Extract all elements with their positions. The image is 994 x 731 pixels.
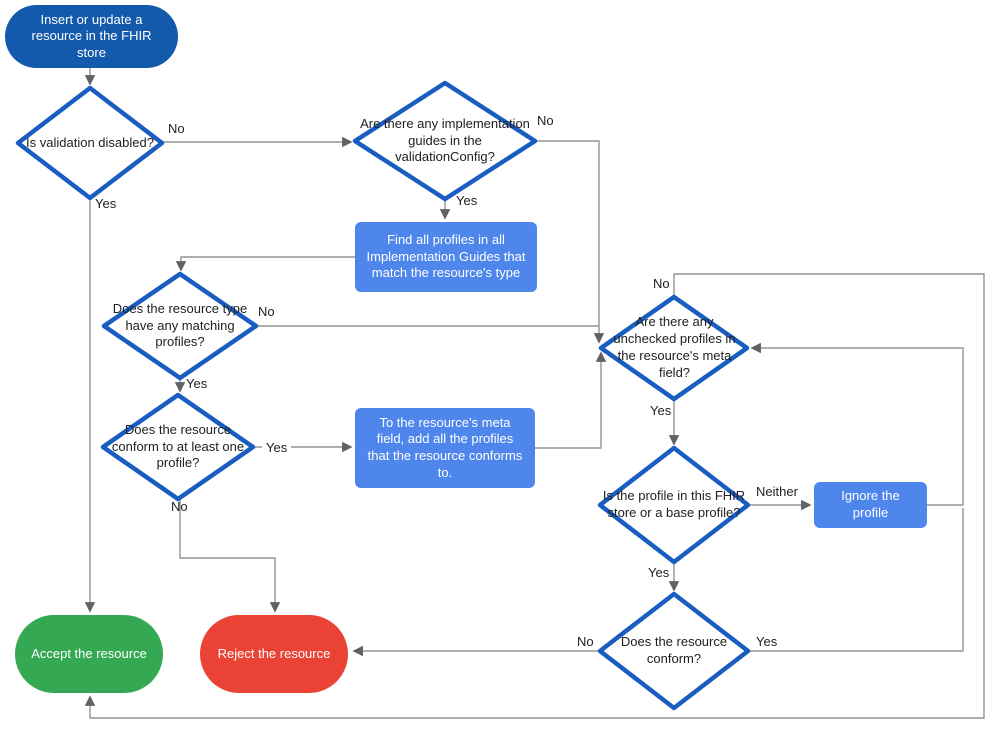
terminal-reject-label: Reject the resource (217, 645, 331, 661)
decision-profile-in-store-shape (597, 445, 751, 565)
decision-matching-profiles-label: Does the resource type have any matching… (112, 300, 248, 350)
edge-ignore-back-to-unchecked (750, 342, 964, 506)
edge-label-guides-no: No (537, 113, 554, 128)
decision-unchecked-profiles-shape (598, 294, 750, 402)
edge-label-unchecked-no: No (653, 276, 670, 291)
edge-add-to-unchecked (535, 351, 607, 449)
decision-implementation-guides: Are there any implementation guides in t… (360, 96, 530, 186)
process-add-profiles: To the resource's meta field, add all th… (355, 408, 535, 488)
edge-label-profile-neither: Neither (756, 484, 798, 499)
edge-label-validation-yes: Yes (95, 196, 117, 211)
edge-label-conforms-yes: Yes (756, 634, 778, 649)
edge-guides-no-to-unchecked (535, 140, 605, 344)
decision-resource-conforms-label: Does the resource conform? (620, 634, 728, 666)
edge-conform-no-to-reject (179, 499, 281, 613)
process-find-profiles-label: Find all profiles in all Implementation … (366, 232, 526, 281)
edge-label-guides-yes: Yes (456, 193, 478, 208)
edge-label-conform-one-yes: Yes (262, 440, 292, 455)
decision-unchecked-profiles-label: Are there any unchecked profiles in the … (613, 314, 736, 380)
terminal-accept: Accept the resource (15, 615, 163, 693)
start-terminal: Insert or update a resource in the FHIR … (5, 5, 178, 68)
process-add-profiles-label: To the resource's meta field, add all th… (367, 414, 523, 480)
decision-validation-disabled: Is validation disabled? (10, 90, 170, 196)
edge-label-profile-yes: Yes (648, 565, 670, 580)
edge-label-validation-no: No (168, 121, 185, 136)
decision-implementation-guides-label: Are there any implementation guides in t… (360, 115, 530, 165)
edge-label-matching-no: No (258, 304, 275, 319)
decision-implementation-guides-shape (352, 80, 538, 202)
edge-find-to-matching (175, 256, 355, 272)
terminal-accept-label: Accept the resource (31, 645, 147, 661)
edge-unchecked-no-to-accept (84, 273, 985, 719)
decision-conform-one-label: Does the resource conform to at least on… (111, 421, 245, 471)
process-ignore-profile-label: Ignore the profile (841, 488, 900, 520)
decision-matching-profiles: Does the resource type have any matching… (105, 280, 255, 372)
edge-label-unchecked-yes: Yes (650, 403, 672, 418)
edge-label-matching-yes: Yes (186, 376, 208, 391)
decision-profile-in-store-label: Is the profile in this FHIR store or a b… (602, 488, 746, 520)
decision-conform-one-shape (100, 392, 256, 502)
decision-unchecked-profiles: Are there any unchecked profiles in the … (607, 298, 742, 398)
decision-validation-disabled-label: Is validation disabled? (26, 134, 154, 150)
edge-label-conform-one-no: No (171, 499, 188, 514)
decision-resource-conforms: Does the resource conform? (615, 608, 733, 694)
decision-profile-in-store: Is the profile in this FHIR store or a b… (598, 460, 750, 550)
start-terminal-label: Insert or update a resource in the FHIR … (31, 11, 152, 60)
decision-matching-profiles-shape (101, 271, 259, 381)
edge-conforms-yes-loop (748, 508, 964, 652)
decision-conform-one: Does the resource conform to at least on… (103, 399, 253, 495)
process-find-profiles: Find all profiles in all Implementation … (355, 222, 537, 292)
process-ignore-profile: Ignore the profile (814, 482, 927, 528)
edge-label-conforms-no: No (577, 634, 594, 649)
decision-validation-disabled-shape (15, 85, 165, 201)
terminal-reject: Reject the resource (200, 615, 348, 693)
decision-resource-conforms-shape (597, 591, 751, 711)
